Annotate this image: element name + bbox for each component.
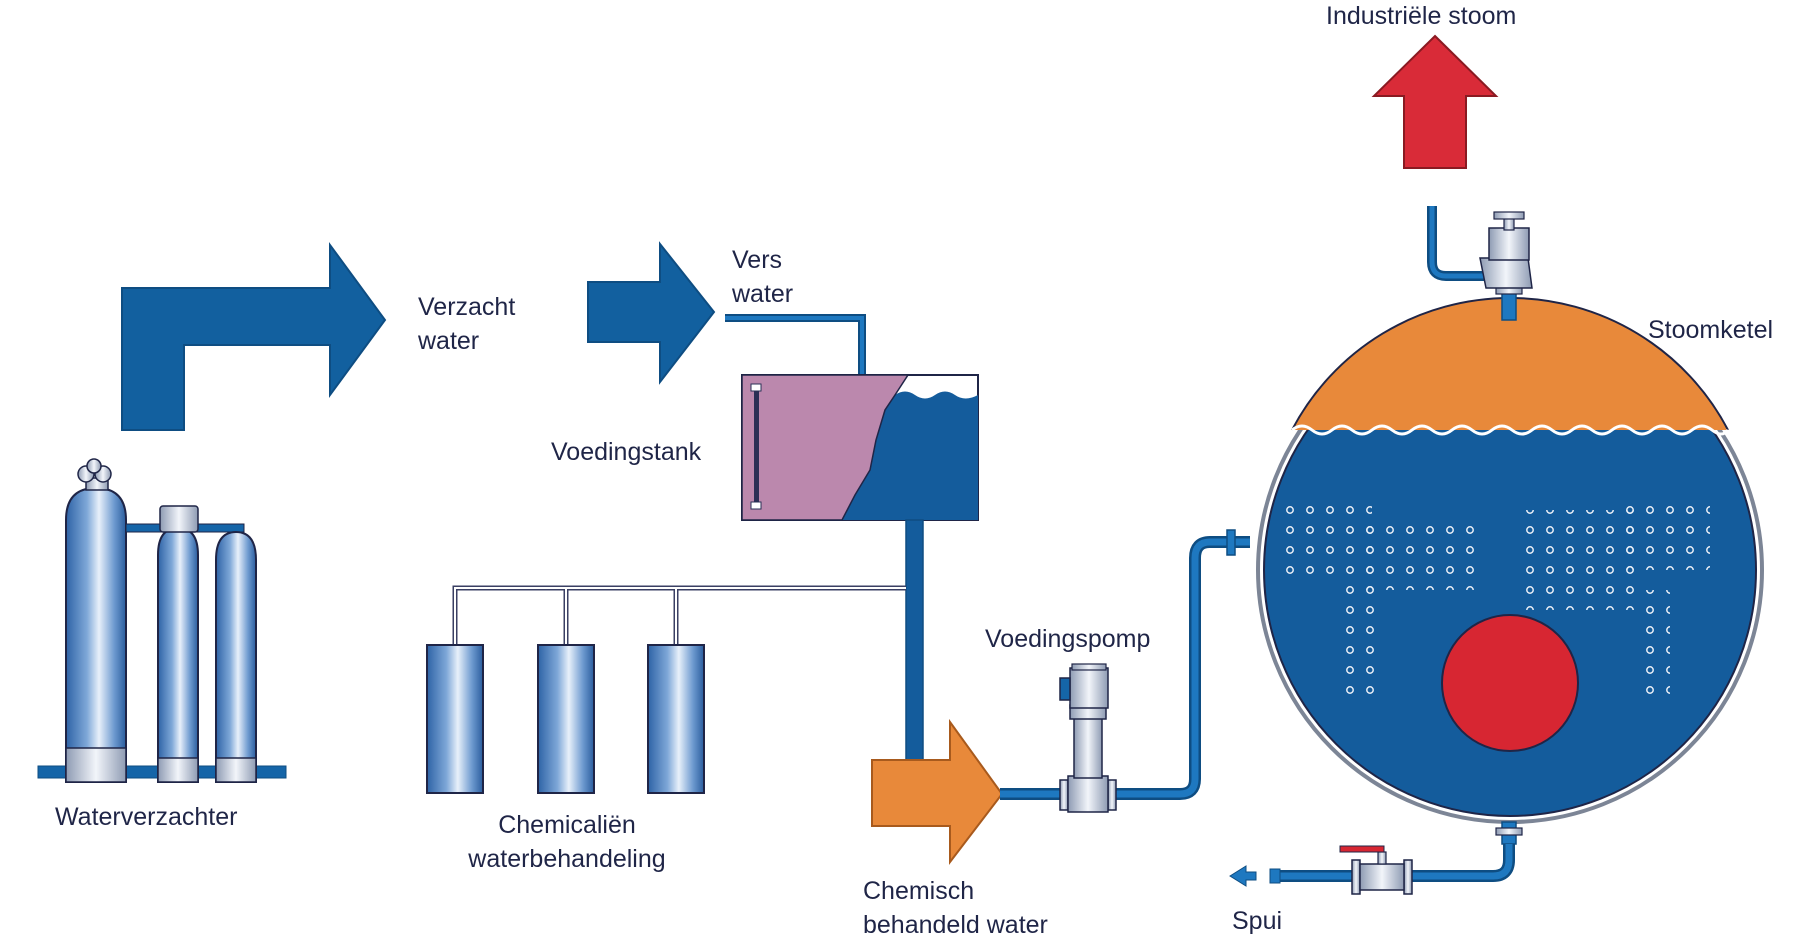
feed-pump-label: Voedingspomp	[985, 625, 1151, 653]
chemical-tank	[647, 644, 705, 794]
tank-outlet-pipe	[905, 519, 924, 776]
softened-water-label-line1: Verzacht	[418, 293, 516, 321]
feed-tank-label: Voedingstank	[551, 438, 702, 466]
chemical-dosing-lines	[452, 585, 906, 648]
steam-boiler	[1256, 297, 1764, 824]
water-softener-label: Waterverzachter	[55, 803, 238, 831]
water-softener	[37, 458, 287, 783]
chemicals-label: Chemicaliën waterbehandeling	[447, 808, 687, 876]
chemicals-label-line2: waterbehandeling	[468, 845, 666, 873]
industrial-steam-arrow	[1371, 34, 1499, 169]
treated-water-label: Chemisch behandeld water	[863, 874, 1048, 942]
softened-water-arrow	[121, 241, 387, 431]
blowdown-label: Spui	[1232, 907, 1283, 935]
chemical-tank	[426, 644, 484, 794]
treated-water-arrow	[871, 718, 1004, 865]
fresh-water-label-line2: water	[732, 280, 794, 308]
blowdown-line	[1269, 821, 1523, 895]
feed-tank	[741, 374, 979, 521]
blowdown-arrow	[1229, 865, 1257, 887]
softened-water-label-line2: water	[418, 327, 480, 355]
chemical-tank	[537, 644, 595, 794]
feed-pump	[1059, 663, 1117, 813]
boiler-label: Stoomketel	[1648, 316, 1774, 344]
chemicals-label-line1: Chemicaliën	[498, 811, 636, 839]
fresh-water-label-line1: Vers	[732, 246, 783, 274]
fresh-water-arrow	[587, 241, 716, 385]
fresh-water-pipe	[725, 314, 866, 375]
feed-pipe	[1000, 536, 1250, 800]
treated-water-label-line2: behandeld water	[863, 911, 1048, 939]
treated-water-label-line1: Chemisch	[863, 877, 975, 905]
softened-water-label: Verzacht water	[418, 290, 515, 358]
steam-valve	[1427, 206, 1533, 321]
fresh-water-label: Vers water	[732, 243, 793, 311]
industrial-steam-label: Industriële stoom	[1326, 2, 1517, 30]
